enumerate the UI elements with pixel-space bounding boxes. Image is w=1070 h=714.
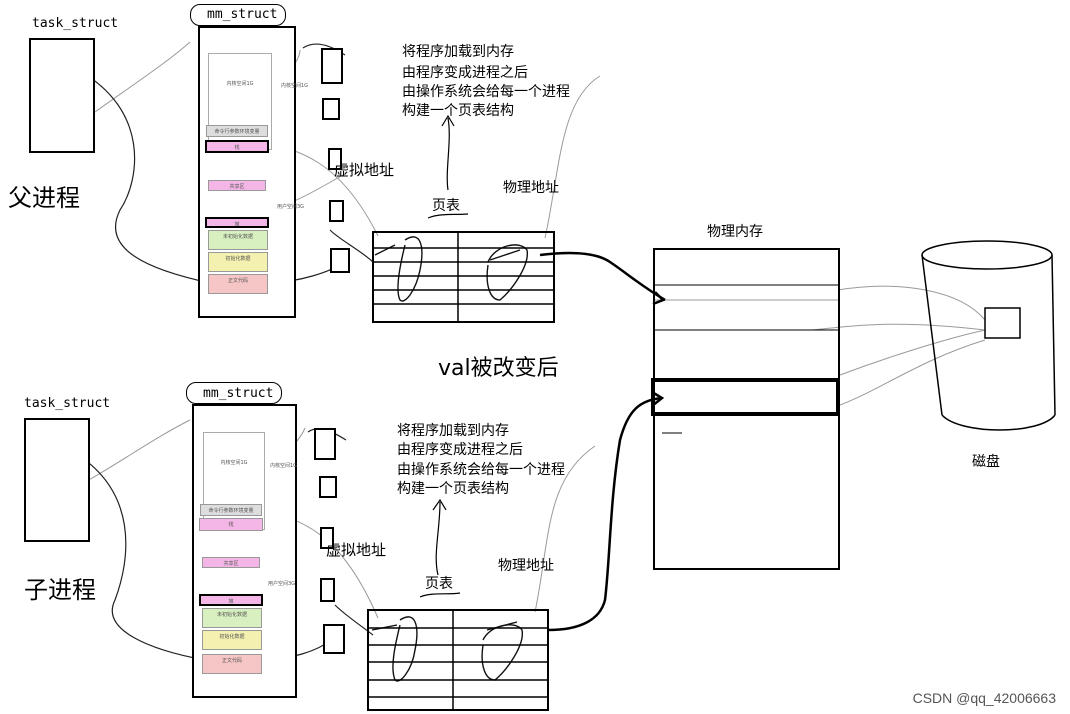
child-small-box-5 bbox=[323, 624, 345, 654]
child-shared-segment: 共享区 bbox=[202, 557, 260, 568]
middle-caption: val被改变后 bbox=[438, 356, 559, 381]
parent-small-box-2 bbox=[322, 98, 340, 120]
child-small-box-4 bbox=[320, 578, 335, 602]
physical-memory-label: 物理内存 bbox=[707, 224, 763, 240]
child-note-line-4: 构建一个页表结构 bbox=[397, 481, 509, 497]
parent-task-struct-label: task_struct bbox=[32, 16, 119, 31]
parent-cmdline-env-segment: 命令行参数环境变量 bbox=[206, 125, 268, 137]
parent-small-box-1 bbox=[321, 48, 343, 84]
parent-small-box-5 bbox=[330, 248, 350, 273]
physical-memory-box bbox=[653, 248, 840, 570]
child-page-table bbox=[367, 609, 549, 711]
child-note-line-2: 由程序变成进程之后 bbox=[397, 442, 523, 458]
parent-data-segment: 初始化数据 bbox=[208, 252, 268, 272]
child-user-space-note: 用户空间3G bbox=[268, 581, 296, 587]
child-process-label: 子进程 bbox=[24, 576, 96, 604]
child-small-box-3 bbox=[320, 527, 334, 549]
child-physical-address-label: 物理地址 bbox=[498, 558, 554, 574]
child-text-segment: 正文代码 bbox=[202, 654, 262, 674]
disk-label: 磁盘 bbox=[972, 454, 1000, 470]
parent-page-table-label: 页表 bbox=[432, 198, 460, 214]
parent-virtual-address-label: 虚拟地址 bbox=[334, 161, 395, 179]
child-page-table-label: 页表 bbox=[425, 576, 453, 592]
child-data-segment: 初始化数据 bbox=[202, 630, 262, 650]
child-task-struct-label: task_struct bbox=[24, 396, 111, 411]
child-small-box-2 bbox=[319, 476, 337, 498]
child-mm-struct-tag bbox=[186, 382, 282, 404]
parent-mm-struct-tag bbox=[190, 4, 286, 26]
parent-note-line-2: 由程序变成进程之后 bbox=[402, 65, 528, 81]
parent-user-space-note: 用户空间3G bbox=[277, 204, 305, 210]
parent-note-line-3: 由操作系统会给每一个进程 bbox=[402, 84, 570, 100]
child-task-struct-box bbox=[24, 418, 90, 542]
parent-text-segment: 正文代码 bbox=[208, 274, 268, 294]
child-mm-struct-label: mm_struct bbox=[203, 386, 274, 401]
parent-page-table bbox=[372, 231, 555, 323]
parent-mm-struct-box: 内核空间1G 命令行参数环境变量 栈 共享区 堆 未初始化数据 初始化数据 正文… bbox=[198, 26, 296, 318]
child-bss-segment: 未初始化数据 bbox=[202, 608, 262, 628]
parent-physical-address-label: 物理地址 bbox=[503, 180, 559, 196]
child-stack-segment: 栈 bbox=[199, 518, 263, 531]
parent-kernel-space-note: 内核空间1G bbox=[281, 83, 309, 89]
child-mm-struct-box: 内核空间1G 命令行参数环境变量 栈 共享区 堆 未初始化数据 初始化数据 正文… bbox=[192, 404, 297, 698]
parent-small-box-4 bbox=[329, 200, 344, 222]
child-note-line-3: 由操作系统会给每一个进程 bbox=[397, 462, 565, 478]
parent-stack-segment: 栈 bbox=[205, 140, 269, 153]
child-virtual-address-label: 虚拟地址 bbox=[326, 541, 387, 559]
parent-process-label: 父进程 bbox=[8, 184, 80, 212]
parent-mm-struct-label: mm_struct bbox=[207, 7, 278, 22]
parent-shared-segment: 共享区 bbox=[208, 180, 266, 191]
child-small-box-1 bbox=[314, 428, 336, 460]
parent-heap-segment: 堆 bbox=[205, 217, 269, 228]
child-heap-segment: 堆 bbox=[199, 594, 263, 606]
child-note-line-1: 将程序加载到内存 bbox=[397, 423, 509, 439]
child-kernel-space-note: 内核空间1G bbox=[270, 463, 298, 469]
parent-bss-segment: 未初始化数据 bbox=[208, 230, 268, 250]
parent-note-line-1: 将程序加载到内存 bbox=[402, 44, 514, 60]
watermark: CSDN @qq_42006663 bbox=[912, 690, 1056, 706]
parent-note-line-4: 构建一个页表结构 bbox=[402, 103, 514, 119]
parent-task-struct-box bbox=[29, 38, 95, 153]
child-cmdline-env-segment: 命令行参数环境变量 bbox=[200, 504, 262, 516]
parent-small-box-3 bbox=[328, 148, 342, 170]
